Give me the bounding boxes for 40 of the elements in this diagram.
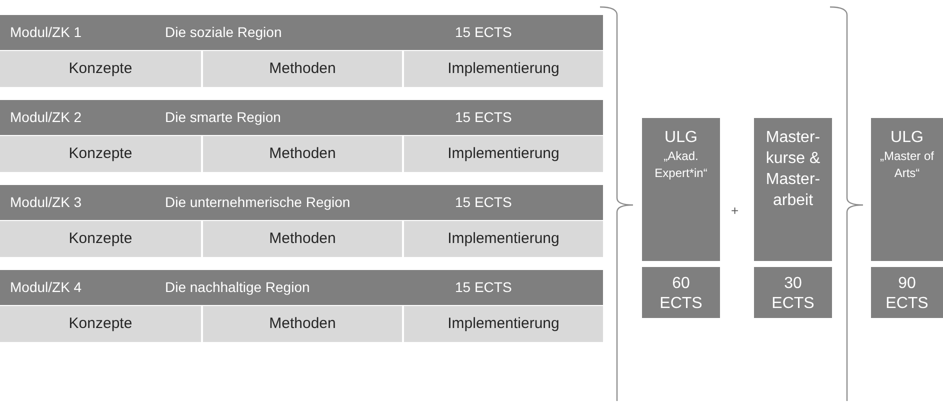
module-title: Die smarte Region	[165, 108, 281, 126]
module-header-bar	[0, 185, 603, 220]
plus-sign: +	[731, 202, 739, 220]
topic-cell: Konzepte	[0, 51, 201, 87]
credits-box: 30 ECTS	[754, 267, 832, 318]
module-title: Die soziale Region	[165, 23, 282, 41]
topic-cell: Konzepte	[0, 136, 201, 172]
module-credits: 15 ECTS	[455, 278, 512, 296]
topic-cell: Methoden	[203, 136, 402, 172]
module-header-bar	[0, 100, 603, 135]
credits-box: 90 ECTS	[871, 267, 943, 318]
module-credits: 15 ECTS	[455, 108, 512, 126]
module-header-bar	[0, 15, 603, 50]
program-subtitle: „Master of Arts“	[878, 148, 935, 182]
topic-cell: Konzepte	[0, 306, 201, 342]
program-subtitle: „Akad. Expert*in“	[654, 148, 708, 182]
module-credits: 15 ECTS	[455, 23, 512, 41]
module-number: Modul/ZK 2	[10, 108, 82, 126]
topic-cell: Methoden	[203, 306, 402, 342]
module-number: Modul/ZK 3	[10, 193, 82, 211]
module-header-bar	[0, 270, 603, 305]
topic-cell: Implementierung	[404, 221, 603, 257]
module-number: Modul/ZK 1	[10, 23, 82, 41]
topic-cell: Methoden	[203, 51, 402, 87]
credits-box: 60 ECTS	[642, 267, 720, 318]
program-title: ULG	[664, 128, 698, 148]
program-box	[871, 118, 943, 261]
program-box	[754, 118, 832, 261]
topic-cell: Methoden	[203, 221, 402, 257]
module-title: Die nachhaltige Region	[165, 278, 310, 296]
program-title: Master- kurse & Master- arbeit	[764, 128, 822, 211]
topic-cell: Implementierung	[404, 136, 603, 172]
module-credits: 15 ECTS	[455, 193, 512, 211]
module-number: Modul/ZK 4	[10, 278, 82, 296]
topic-cell: Implementierung	[404, 51, 603, 87]
topic-cell: Implementierung	[404, 306, 603, 342]
program-title: ULG	[890, 128, 924, 148]
program-box	[642, 118, 720, 261]
topic-cell: Konzepte	[0, 221, 201, 257]
module-title: Die unternehmerische Region	[165, 193, 350, 211]
